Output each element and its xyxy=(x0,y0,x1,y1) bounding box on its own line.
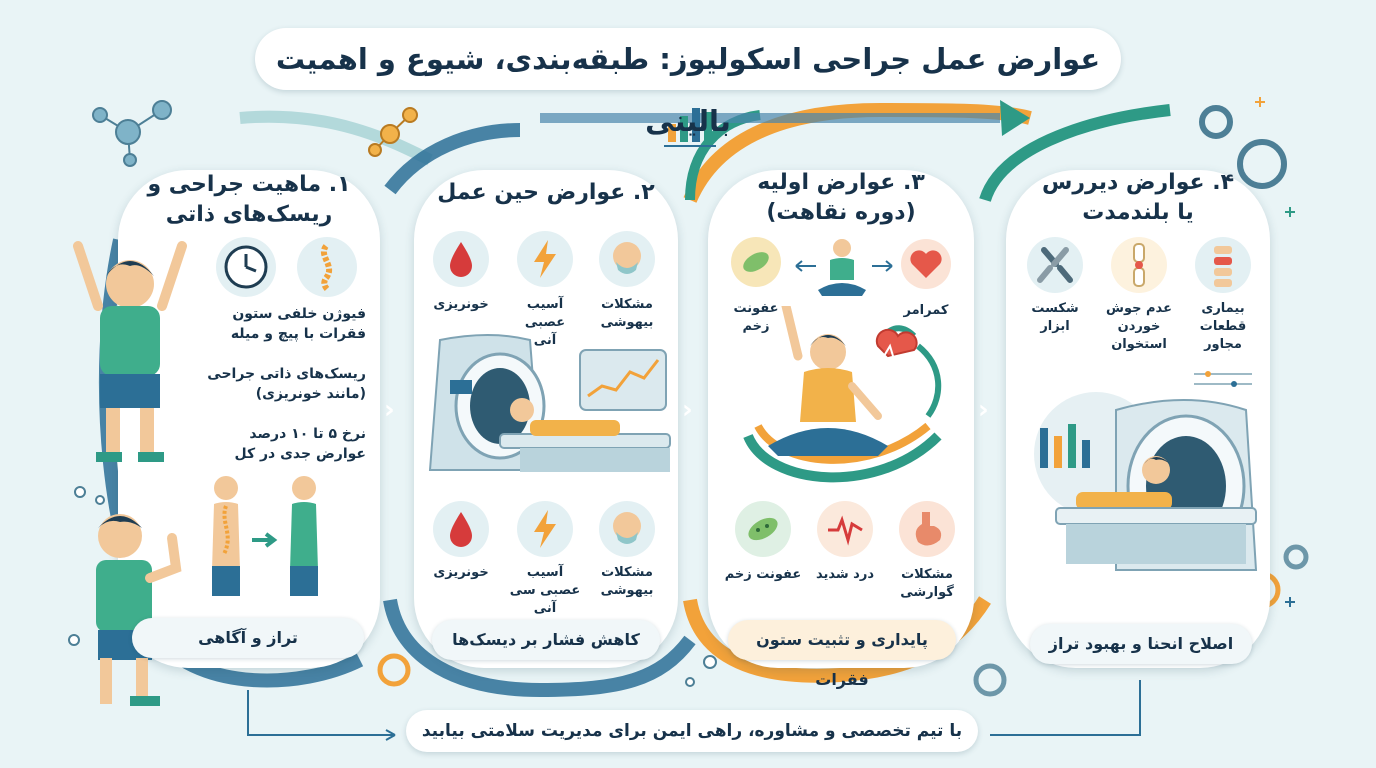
panel2-top-label-2: آسیب عصبی آنی xyxy=(524,297,566,348)
child-cheering-illustration xyxy=(73,241,187,462)
panel4-label-3: بیماری قطعات مجاور xyxy=(1199,301,1247,352)
panel3-bottom-label-3: مشکلات گوارشی xyxy=(900,567,954,600)
panel2-top-label-3: مشکلات بیهوشی xyxy=(600,297,654,330)
bone-joint-icon xyxy=(1111,237,1167,293)
panel4-label-2: عدم جوش خوردن استخوان xyxy=(1106,301,1172,352)
panel-divider-chevron-1: › xyxy=(384,395,395,425)
page-title: عوارض عمل جراحی اسکولیوز: طبقه‌بندی، شیو… xyxy=(255,28,1121,138)
panel3-bottom-label-1: عفونت زخم xyxy=(724,567,802,582)
panel3-top-label-right: کمرامر xyxy=(903,303,949,318)
panel1-item-2: ریسک‌های ذاتی جراحی (مانند خونریزی) xyxy=(207,366,366,402)
panel1-item-3: نرخ ۵ تا ۱۰ درصد عوارض جدی در کل xyxy=(234,426,366,462)
blood-drop-icon xyxy=(433,501,489,557)
stomach-icon xyxy=(899,501,955,557)
panel2-bottom-label-1: خونریزی xyxy=(433,565,489,580)
direction-arrows xyxy=(795,260,893,272)
broken-screw-icon xyxy=(1027,237,1083,293)
posture-comparison-illustration xyxy=(212,476,318,596)
bacteria-icon xyxy=(735,501,791,557)
vertebrae-icon xyxy=(1195,237,1251,293)
anesthesia-mask-icon xyxy=(599,501,655,557)
bottom-message: با تیم تخصصی و مشاوره، راهی ایمن برای مد… xyxy=(406,710,978,752)
panel1-heading-line1: ۱. ماهیت جراحی و xyxy=(147,172,351,197)
panel1-footer: تراز و آگاهی xyxy=(132,618,364,658)
panel-divider-chevron-2: › xyxy=(682,395,693,425)
panel4-label-1: شکست ابزار xyxy=(1031,301,1079,334)
panel2-bottom-label-2: آسیب عصبی سی آنی xyxy=(509,565,581,616)
panel3-footer: پایداری و تثبیت ستون فقرات xyxy=(728,620,956,689)
mri-scanner-illustration xyxy=(428,334,671,472)
panel3-bottom-label-2: درد شدید xyxy=(815,567,875,582)
blood-drop-icon xyxy=(433,231,489,287)
panel3-heading-line2: (دوره نقاهت) xyxy=(766,200,916,225)
clock-icon xyxy=(216,237,276,297)
panel2-bottom-label-3: مشکلات بیهوشی xyxy=(600,565,654,598)
panel4-footer: اصلاح انحنا و بهبود تراز xyxy=(1030,624,1252,664)
pain-bolt-icon xyxy=(817,501,873,557)
bacteria-icon xyxy=(731,237,781,287)
panel2-footer: کاهش فشار بر دیسک‌ها xyxy=(432,620,660,660)
panel4-heading-line2: یا بلندمدت xyxy=(1082,200,1194,225)
panel-divider-chevron-3: › xyxy=(978,395,989,425)
meditating-person-icon xyxy=(818,239,866,296)
child-flexing-illustration xyxy=(96,514,182,706)
panel4-heading-line1: ۴. عوارض دیررس xyxy=(1042,170,1234,195)
spine-icon xyxy=(297,237,357,297)
heart-icon xyxy=(901,239,951,289)
panel3-top-label-left: عفونت زخم xyxy=(733,301,779,334)
panel3-heading-line1: ۳. عوارض اولیه xyxy=(757,170,925,195)
anesthesia-mask-icon xyxy=(599,231,655,287)
panel1-heading-line2: ریسک‌های ذاتی xyxy=(165,202,333,227)
lightning-icon xyxy=(517,231,573,287)
panel2-heading: ۲. عوارض حین عمل xyxy=(437,180,655,205)
panel1-item-1: فیوژن خلفی ستون فقرات با پیچ و میله xyxy=(230,306,366,342)
meditation-recovery-illustration xyxy=(743,306,942,483)
mri-scanner-illustration xyxy=(1034,371,1258,571)
panel2-top-label-1: خونریزی xyxy=(433,297,489,312)
lightning-icon xyxy=(517,501,573,557)
